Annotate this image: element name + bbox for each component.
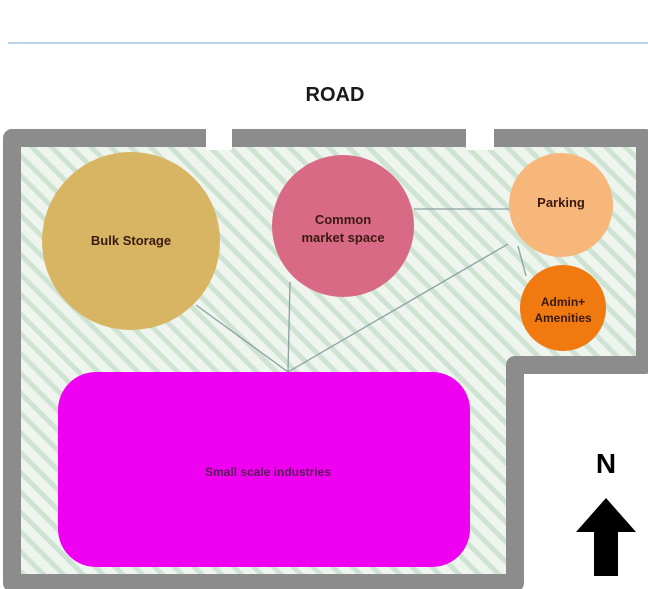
gate-right (466, 128, 494, 150)
small-scale-industries-zone (58, 372, 470, 567)
parking-zone (509, 153, 613, 257)
common-market-label-line2: market space (301, 229, 385, 245)
connector-storage-industries (195, 304, 289, 373)
small-scale-industries-label: Small scale industries (204, 465, 332, 479)
common-market-label: Common market space (283, 211, 403, 246)
zone-connectors (195, 208, 527, 373)
admin-label: Admin+ Amenities (518, 294, 608, 326)
admin-label-line1: Admin+ (540, 295, 586, 309)
bulk-storage-zone (42, 152, 220, 330)
parking-label: Parking (537, 195, 585, 210)
admin-label-line2: Amenities (534, 311, 592, 326)
connector-parking-admin (517, 245, 527, 277)
north-label: N (595, 448, 617, 479)
bulk-storage-label: Bulk Storage (90, 233, 172, 248)
top-boundary-line (8, 42, 648, 44)
gate-left (206, 128, 232, 150)
connector-parking-industries (287, 243, 509, 373)
road-label: ROAD (305, 84, 365, 106)
common-market-label-line1: Common (314, 212, 372, 227)
connector-market-industries (287, 281, 291, 373)
common-market-zone (272, 155, 414, 297)
north-arrow-icon (576, 498, 636, 576)
admin-zone (520, 265, 606, 351)
